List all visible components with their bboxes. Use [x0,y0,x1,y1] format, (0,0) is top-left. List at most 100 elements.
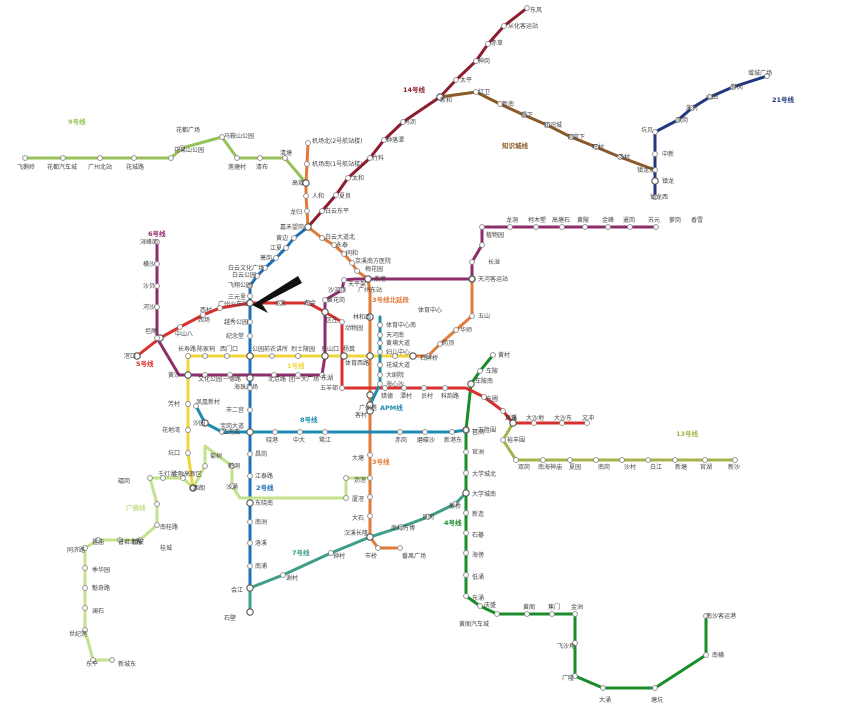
station-marker[interactable] [154,501,160,507]
station-marker[interactable] [572,611,578,617]
station-marker[interactable] [367,494,373,500]
station-marker[interactable] [540,457,546,463]
station-marker[interactable] [97,155,103,161]
station-marker[interactable] [131,155,137,161]
station-marker[interactable] [60,155,66,161]
station-marker[interactable] [605,224,611,230]
station-marker[interactable] [247,451,253,457]
station-marker[interactable] [331,242,337,248]
station-marker[interactable] [117,537,123,543]
station-marker[interactable] [219,429,225,435]
station-marker[interactable] [305,140,311,146]
station-marker[interactable] [572,640,578,646]
station-marker[interactable] [184,371,192,379]
station-marker[interactable] [202,353,208,359]
station-marker[interactable] [273,255,279,261]
station-marker[interactable] [247,319,253,325]
station-marker[interactable] [200,312,206,318]
station-marker[interactable] [463,593,469,599]
station-marker[interactable] [437,341,443,347]
station-marker[interactable] [247,519,253,525]
station-marker[interactable] [367,452,373,458]
station-marker[interactable] [377,340,383,346]
station-marker[interactable] [257,155,263,161]
station-marker[interactable] [202,463,208,469]
station-marker[interactable] [254,273,260,279]
station-marker[interactable] [377,372,383,378]
station-marker[interactable] [247,283,253,289]
station-marker[interactable] [463,470,469,476]
station-marker[interactable] [377,362,383,368]
station-marker[interactable] [366,407,374,415]
station-marker[interactable] [513,457,519,463]
station-marker[interactable] [137,537,143,543]
station-marker[interactable] [507,224,513,230]
station-marker[interactable] [160,475,166,481]
station-marker[interactable] [282,155,288,161]
station-marker[interactable] [95,537,101,543]
station-marker[interactable] [652,167,658,173]
station-marker[interactable] [463,449,469,455]
station-marker[interactable] [367,475,373,481]
station-marker[interactable] [730,84,736,90]
station-marker[interactable] [689,105,695,111]
station-marker[interactable] [463,530,469,536]
station-marker[interactable] [262,265,268,271]
station-marker[interactable] [477,368,483,374]
station-marker[interactable] [177,324,183,330]
station-marker[interactable] [524,611,530,617]
station-marker[interactable] [82,605,88,611]
station-marker[interactable] [364,275,372,283]
station-marker[interactable] [593,144,599,150]
station-marker[interactable] [652,685,658,691]
station-marker[interactable] [422,429,428,435]
station-marker[interactable] [584,420,590,426]
station-marker[interactable] [82,545,88,551]
station-marker[interactable] [82,565,88,571]
station-marker[interactable] [401,385,407,391]
station-marker[interactable] [304,223,312,231]
station-marker[interactable] [397,545,403,551]
station-marker[interactable] [732,457,738,463]
station-marker[interactable] [246,428,254,436]
station-marker[interactable] [367,513,373,519]
station-marker[interactable] [653,224,659,230]
station-marker[interactable] [453,327,459,333]
station-marker[interactable] [572,673,578,679]
station-marker[interactable] [304,208,310,214]
station-marker[interactable] [339,319,345,325]
station-marker[interactable] [500,437,506,443]
station-marker[interactable] [217,305,223,311]
station-marker[interactable] [764,73,770,79]
station-marker[interactable] [463,550,469,556]
station-marker[interactable] [319,372,325,378]
station-marker[interactable] [154,261,160,267]
station-marker[interactable] [295,353,301,359]
station-marker[interactable] [521,112,527,118]
station-marker[interactable] [463,427,469,433]
station-marker[interactable] [271,372,277,378]
station-marker[interactable] [617,154,623,160]
station-marker[interactable] [328,550,334,556]
station-marker[interactable] [109,657,115,663]
station-marker[interactable] [321,308,329,316]
station-marker[interactable] [473,58,479,64]
station-marker[interactable] [234,155,240,161]
station-marker[interactable] [619,457,625,463]
station-marker[interactable] [366,352,374,360]
station-marker[interactable] [247,540,253,546]
station-marker[interactable] [246,299,254,307]
station-marker[interactable] [322,297,328,303]
station-marker[interactable] [531,420,537,426]
station-marker[interactable] [509,419,517,427]
station-marker[interactable] [333,192,339,198]
station-marker[interactable] [343,475,349,481]
station-marker[interactable] [559,224,565,230]
station-marker[interactable] [559,420,565,426]
station-marker[interactable] [463,572,469,578]
station-marker[interactable] [453,77,459,83]
station-marker[interactable] [319,208,325,214]
station-marker[interactable] [349,260,355,266]
station-marker[interactable] [469,313,475,319]
station-marker[interactable] [247,563,253,569]
